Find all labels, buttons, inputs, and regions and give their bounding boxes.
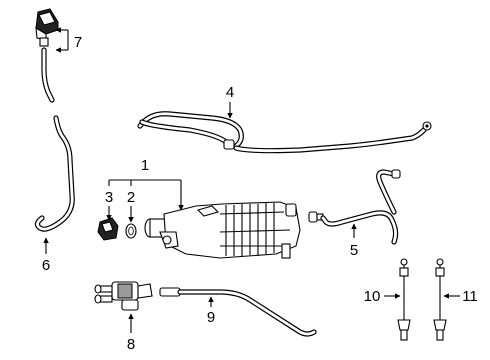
- part-4-vapor-line: [137, 111, 432, 154]
- part-3-purge-fitting: [97, 217, 119, 241]
- part-9-purge-hose: [159, 287, 317, 337]
- callout-9: 9: [207, 309, 215, 326]
- part-2-o-ring: [125, 223, 137, 239]
- callout-4: 4: [226, 84, 234, 101]
- callout-8: 8: [127, 336, 135, 353]
- part-1-evap-canister: [144, 201, 301, 259]
- callout-2: 2: [127, 189, 135, 206]
- callout-6: 6: [42, 257, 50, 274]
- part-8-purge-valve: [94, 281, 153, 311]
- part-6-vent-hose: [34, 47, 75, 232]
- callout-1: 1: [141, 157, 149, 174]
- part-11-oxygen-sensor: [433, 258, 447, 341]
- part-7-hose-end-assembly: [35, 8, 59, 47]
- callout-7: 7: [74, 34, 82, 51]
- part-10-oxygen-sensor: [397, 258, 411, 341]
- callout-5: 5: [350, 242, 358, 259]
- part-5-vent-line: [308, 169, 401, 245]
- leader-lines: [43, 27, 460, 333]
- callout-10: 10: [364, 288, 381, 305]
- callout-3: 3: [105, 189, 113, 206]
- callout-11: 11: [462, 288, 478, 305]
